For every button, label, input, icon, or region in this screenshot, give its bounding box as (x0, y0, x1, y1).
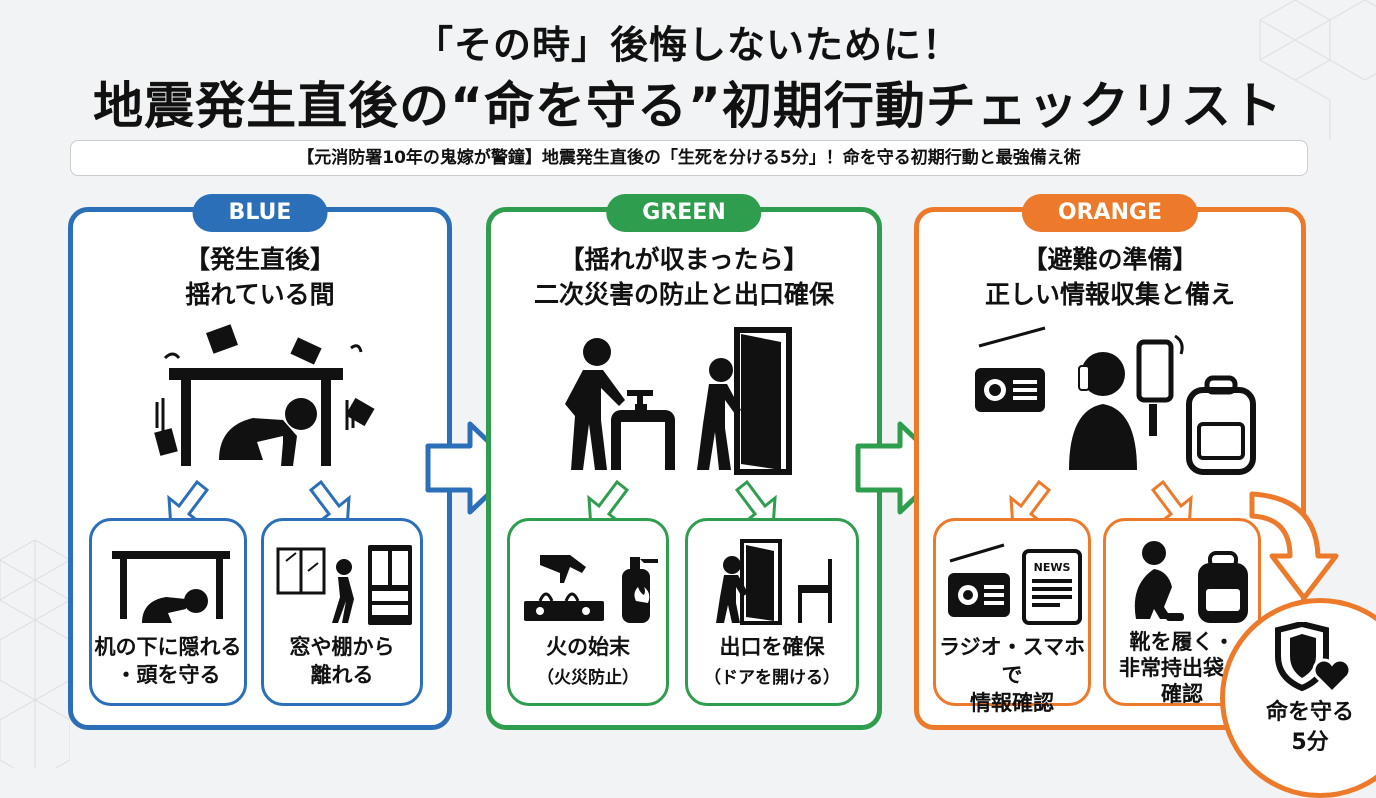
person-crouching-icon (142, 589, 208, 623)
hand-icon (540, 555, 586, 583)
table-icon (155, 368, 355, 466)
window-icon (276, 547, 326, 595)
panel-badge-blue: BLUE (192, 194, 328, 232)
backpack-icon (1198, 551, 1248, 623)
panel-badge-green: GREEN (606, 194, 762, 232)
falling-objects-icon (154, 324, 375, 456)
shoes-person-icon (1134, 541, 1184, 621)
card-caption: 出口を確保 (719, 635, 825, 659)
shield-heart-icon (1275, 622, 1352, 695)
card-fire-safety: 火の始末 （火災防止） (507, 518, 669, 706)
table-icon (112, 551, 230, 559)
panel-badge-orange: ORANGE (1021, 194, 1199, 232)
door-chair-illustration (716, 539, 832, 625)
card-caption: 靴を履く・ 非常持出袋の 確認 (1119, 630, 1245, 706)
fire-extinguisher-icon (622, 557, 658, 623)
subtitle-banner: 【元消防署10年の鬼嫁が警鐘】地震発生直後の「生死を分ける5分」！命を守る初期行… (70, 140, 1308, 176)
person-opening-door-icon (697, 358, 741, 470)
card-hide-under-desk: 机の下に隠れる ・頭を守る (89, 518, 247, 706)
faucet-door-illustration (565, 327, 792, 475)
background-pattern-right (1259, 0, 1376, 140)
walking-person-icon (332, 559, 354, 623)
title-line1: 「その時」後悔しないために！ (414, 23, 961, 67)
panel-blue: BLUE 【発生直後】 揺れている間 (68, 194, 452, 730)
corner-badge-text: 命を守る 5分 (1265, 700, 1354, 755)
panel-heading-green: 【揺れが収まったら】 二次災害の防止と出口確保 (491, 242, 877, 312)
panel-heading-blue: 【発生直後】 揺れている間 (73, 242, 447, 312)
person-crouching-icon (219, 398, 317, 466)
radio-news-illustration: NEWS (948, 543, 1082, 625)
heading-line2: 揺れている間 (185, 280, 335, 309)
heading-line2: 二次災害の防止と出口確保 (533, 280, 834, 309)
heading-line2: 正しい情報収集と備え (984, 280, 1235, 309)
curved-arrow-icon (1249, 491, 1339, 601)
person-phone-icon (1069, 352, 1137, 470)
radio-icon (975, 326, 1046, 412)
desk-cover-illustration (112, 551, 230, 623)
card-caption: 火の始末 (546, 635, 630, 659)
news-tablet-icon: NEWS (1022, 549, 1082, 625)
info-gathering-illustration (975, 326, 1256, 475)
card-check-info: NEWS ラジオ・スマホで 情報確認 (933, 518, 1091, 715)
chair-icon (798, 559, 832, 623)
radio-icon (948, 543, 1010, 617)
stove-extinguisher-illustration (524, 555, 658, 623)
panel-green: GREEN 【揺れが収まったら】 二次災害の防止と出口確保 火の始 (486, 194, 882, 730)
door-icon (734, 327, 792, 475)
panel-heading-orange: 【避難の準備】 正しい情報収集と備え (919, 242, 1301, 312)
backpack-icon (1186, 375, 1256, 475)
main-title: 地震発生直後の“命を守る”初期行動チェックリスト (93, 77, 1283, 135)
heading-line1: 【発生直後】 (184, 245, 335, 274)
card-caption: 窓や棚から 離れる (289, 635, 395, 687)
background-pattern-left (0, 540, 70, 768)
bookshelf-icon (368, 545, 412, 625)
card-caption: ラジオ・スマホで 情報確認 (939, 635, 1085, 715)
smartphone-icon (1136, 334, 1184, 436)
news-label: NEWS (1034, 561, 1071, 574)
window-shelf-illustration (276, 545, 412, 625)
card-caption-sub: （ドアを開ける） (704, 668, 840, 688)
card-caption-sub: （火災防止） (537, 668, 639, 688)
heading-line1: 【避難の準備】 (1022, 245, 1198, 274)
shoes-backpack-illustration (1134, 541, 1248, 623)
person-faucet-icon (565, 338, 625, 470)
panel-orange: ORANGE 【避難の準備】 正しい情報収集と備え NEWS ラジオ・スマホで … (914, 194, 1306, 730)
gas-stove-icon (524, 592, 604, 621)
door-icon (740, 539, 782, 625)
walking-person-icon (716, 556, 748, 623)
crouch-under-table-illustration (154, 324, 375, 466)
card-away-from-windows: 窓や棚から 離れる (261, 518, 423, 706)
card-secure-exit: 出口を確保 （ドアを開ける） (685, 518, 859, 706)
heading-line1: 【揺れが収まったら】 (559, 245, 809, 274)
faucet-icon (611, 390, 675, 470)
card-caption: 机の下に隠れる ・頭を守る (94, 635, 242, 687)
